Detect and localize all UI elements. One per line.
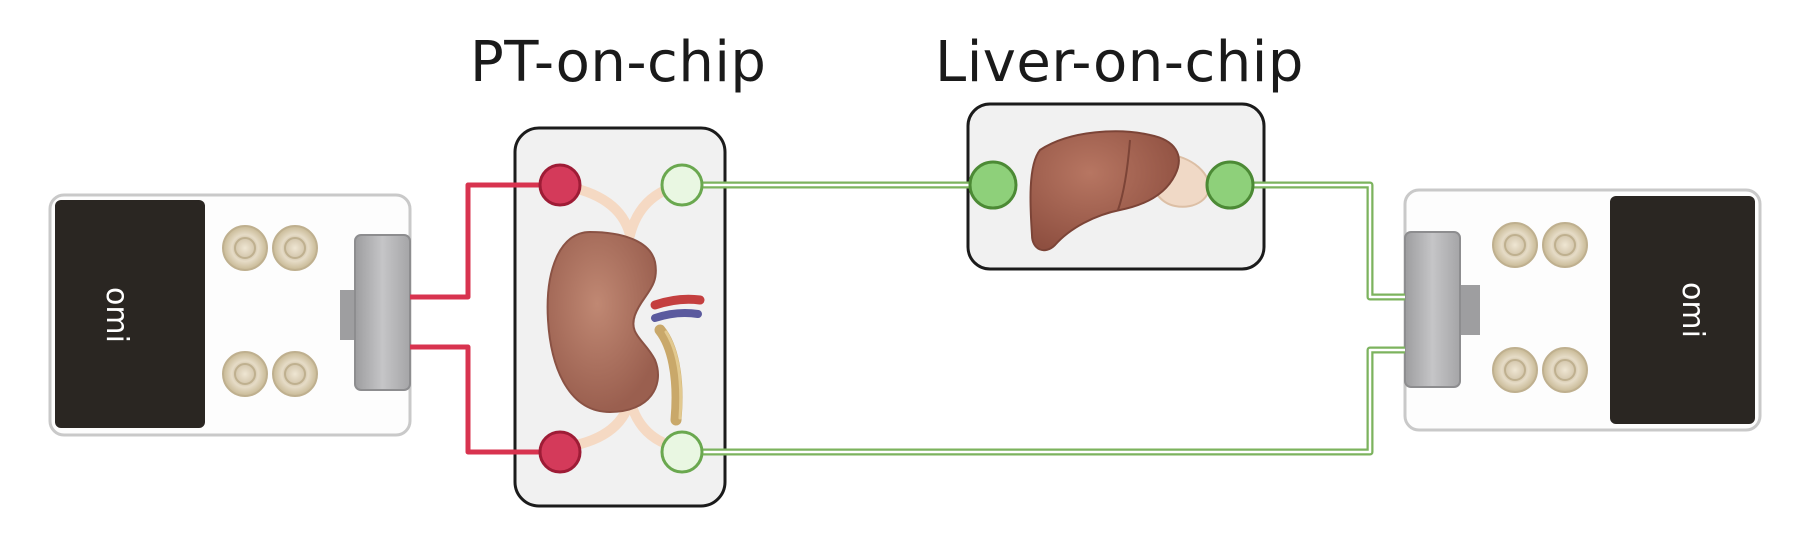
right-device: omi xyxy=(1403,188,1762,432)
pt-inlet-top-port xyxy=(538,163,582,207)
right-connector xyxy=(1404,231,1480,388)
left-device-logo: omi xyxy=(99,287,134,343)
pt-on-chip xyxy=(513,126,727,508)
green-tubing xyxy=(682,181,1405,456)
liver-on-chip xyxy=(966,102,1266,271)
left-connector xyxy=(340,234,411,391)
liver-outlet-port xyxy=(1205,160,1255,210)
right-logo-text: omi xyxy=(1675,282,1710,338)
right-device-logo: omi xyxy=(1675,282,1710,338)
pt-inlet-bottom-port xyxy=(538,430,582,474)
right-wells xyxy=(1492,222,1588,393)
pt-on-chip-title: PT-on-chip xyxy=(470,30,767,95)
left-logo-text: omi xyxy=(99,287,134,343)
liver-inlet-port xyxy=(968,160,1018,210)
pt-outlet-bottom-port xyxy=(660,430,704,474)
liver-on-chip-title: Liver-on-chip xyxy=(935,30,1304,95)
red-tubing xyxy=(410,182,560,455)
left-wells xyxy=(222,225,318,397)
left-device: omi xyxy=(48,193,412,437)
ports xyxy=(538,160,1255,474)
kidney-illustration xyxy=(546,230,705,426)
pt-outlet-top-port xyxy=(660,163,704,207)
left-device-dark-panel xyxy=(55,200,205,428)
liver-illustration xyxy=(1029,130,1211,252)
right-device-dark-panel xyxy=(1610,196,1755,424)
